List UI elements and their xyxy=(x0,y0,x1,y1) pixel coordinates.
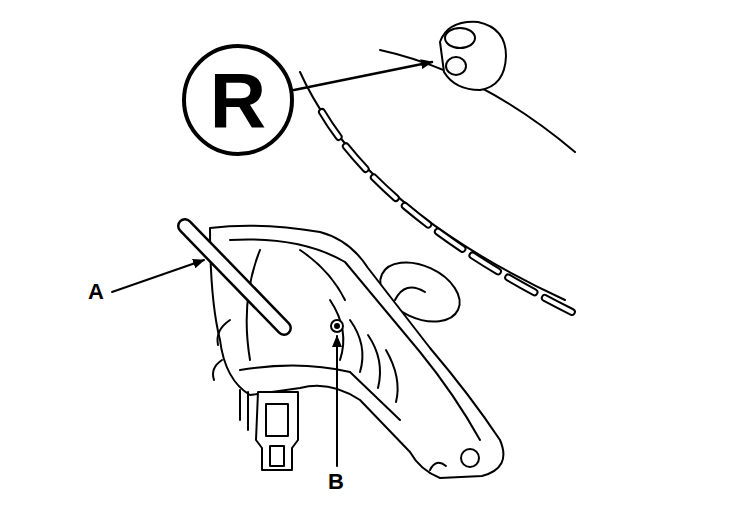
knob-top xyxy=(445,28,475,48)
knob-pin xyxy=(446,57,466,75)
hole xyxy=(331,320,343,332)
oval-hole xyxy=(395,288,425,301)
connector-wire xyxy=(240,390,248,430)
leader-line xyxy=(112,260,204,292)
bracket-notch xyxy=(430,463,446,470)
tool-rod xyxy=(185,226,284,328)
connector xyxy=(256,392,298,470)
pointer-arrow xyxy=(294,62,432,90)
leader-line xyxy=(336,336,338,466)
bracket-ribs xyxy=(330,300,398,402)
callout-circle: R xyxy=(182,44,294,156)
hole xyxy=(335,324,339,328)
tool-rod xyxy=(185,226,284,328)
mount-hole xyxy=(461,449,479,467)
callout-letter: R xyxy=(210,61,266,139)
wire-edge xyxy=(213,320,230,380)
part-letter: B xyxy=(326,470,346,494)
part-letter: A xyxy=(86,280,106,304)
connector xyxy=(266,404,288,466)
bracket xyxy=(210,226,503,478)
knob xyxy=(440,22,506,90)
